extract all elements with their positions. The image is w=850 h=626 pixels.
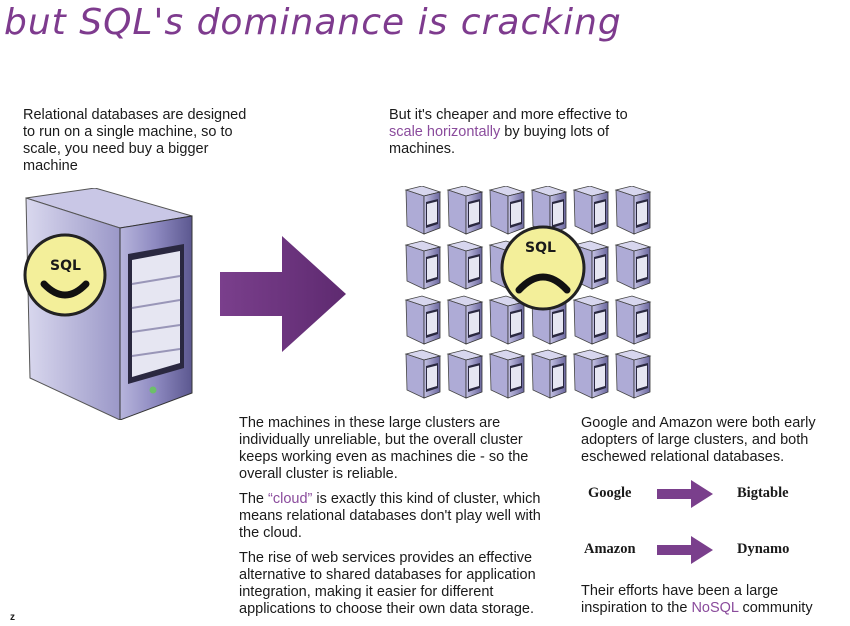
footer-mark: z [10, 612, 15, 623]
server-row-4 [405, 349, 651, 399]
sql-label-right: SQL [525, 240, 556, 256]
right-caption-after: by buying lots of machines. [389, 124, 610, 157]
sql-label-left: SQL [50, 258, 81, 274]
scale-horizontally-text: scale horizontally [389, 124, 501, 140]
right-intro: Google and Amazon were both early adopte… [581, 415, 816, 465]
dynamo-label: Dynamo [737, 541, 790, 557]
google-arrow-icon [657, 480, 713, 508]
cloud-paragraph: The “cloud” is exactly this kind of clus… [239, 491, 549, 542]
amazon-label: Amazon [584, 541, 636, 557]
cloud-after: is exactly this kind of cluster, which m… [239, 491, 541, 541]
middle-text-block: The machines in these large clusters are… [239, 415, 549, 626]
bigtable-label: Bigtable [737, 485, 789, 501]
right-caption: But it's cheaper and more effective to s… [389, 107, 629, 158]
amazon-arrow-icon [657, 536, 713, 564]
big-arrow-icon [220, 236, 346, 352]
outro-after: community [738, 600, 813, 616]
right-caption-before: But it's cheaper and more effective to [389, 107, 628, 123]
web-services-paragraph: The rise of web services provides an eff… [239, 550, 536, 617]
left-caption: Relational databases are designed to run… [23, 107, 247, 174]
cloud-highlight: “cloud” [268, 491, 313, 507]
cluster-reliability-paragraph: The machines in these large clusters are… [239, 415, 529, 482]
sad-face-icon [500, 225, 586, 311]
outro-before: Their efforts have been a large inspirat… [581, 583, 779, 616]
right-outro: Their efforts have been a large inspirat… [581, 583, 846, 617]
cloud-before: The [239, 491, 269, 507]
google-label: Google [588, 485, 632, 501]
happy-face-icon [23, 233, 107, 317]
page-title: but SQL's dominance is cracking [4, 2, 622, 43]
nosql-text: NoSQL [691, 600, 739, 616]
